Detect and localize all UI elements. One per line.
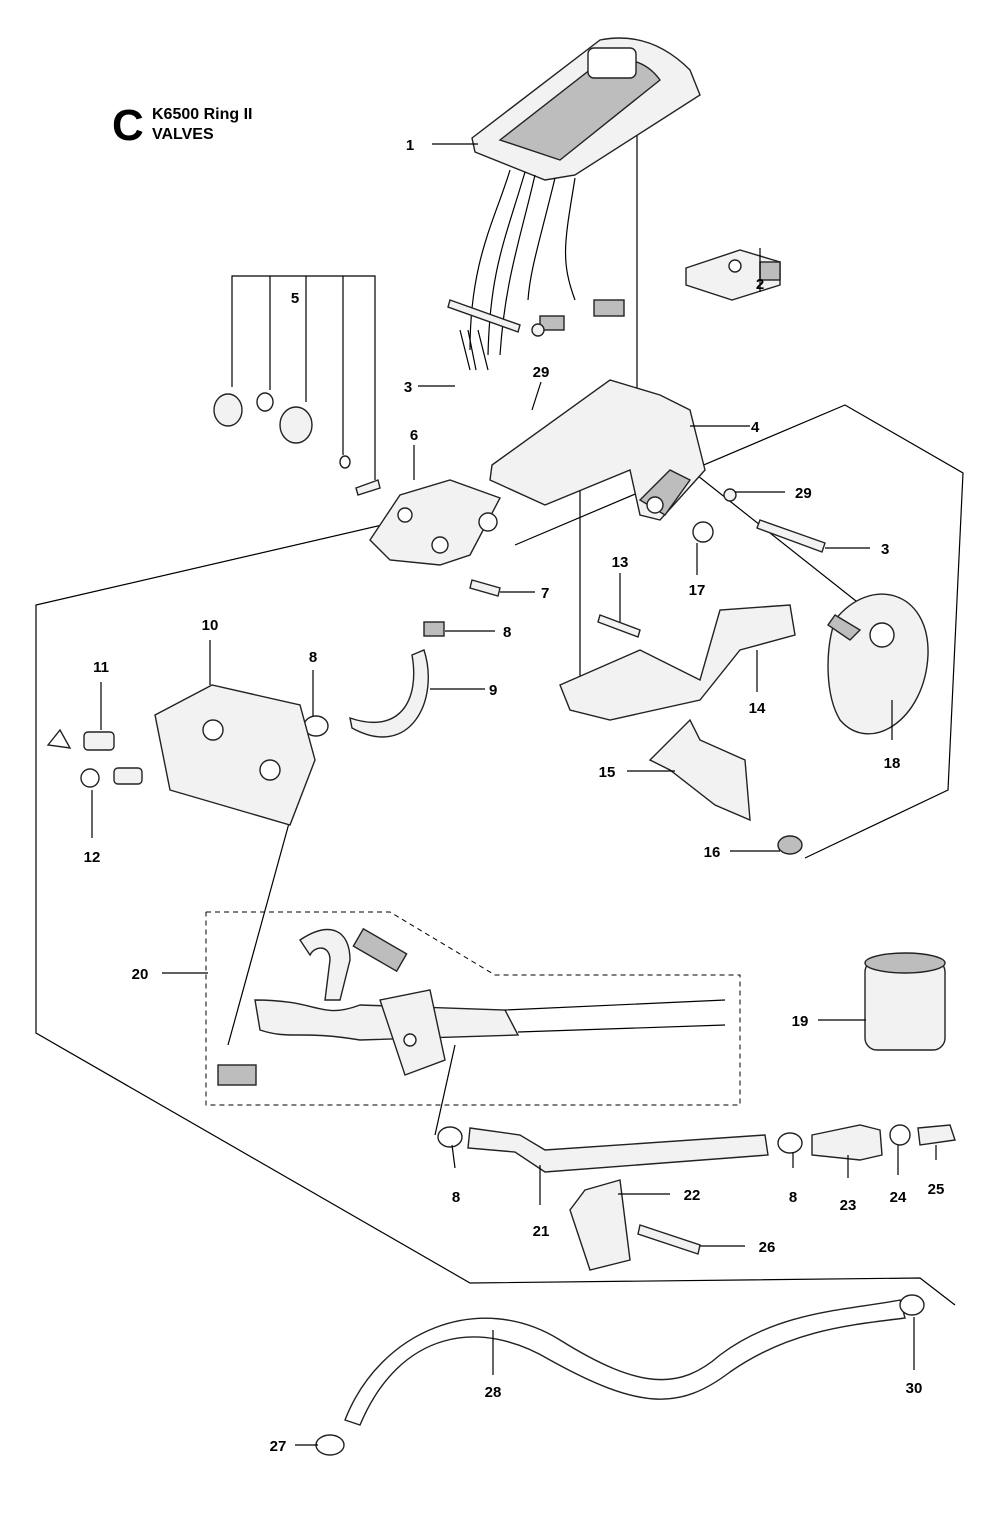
part-29-oring-right (723, 488, 737, 502)
part-28-hose (344, 1299, 906, 1426)
callout-label: 7 (541, 585, 549, 602)
part-26-screw (637, 1224, 701, 1255)
model-title: K6500 Ring II (152, 106, 253, 123)
part-24-washer (889, 1124, 911, 1146)
part-9-hose (349, 649, 429, 738)
part-17-washer (692, 521, 714, 543)
callout-label: 9 (489, 682, 497, 699)
part-3-pin-left (447, 299, 521, 333)
part-1-handle (459, 37, 701, 371)
part-18-valve-wheel (827, 593, 929, 735)
callout-labels: 1 2 3 29 4 5 6 29 3 7 17 13 8 10 8 9 11 … (84, 137, 945, 1455)
callout-label: 12 (84, 849, 101, 866)
part-29-oring-left (531, 323, 545, 337)
callout-label: 1 (406, 137, 414, 154)
part-6-valve-body (369, 479, 501, 566)
callout-label: 8 (452, 1189, 460, 1206)
callout-label: 15 (599, 764, 616, 781)
callout-label: 27 (270, 1438, 287, 1455)
callout-label: 30 (906, 1380, 923, 1397)
kit-outline (205, 911, 741, 1106)
callout-label: 8 (789, 1189, 797, 1206)
callout-label: 17 (689, 582, 706, 599)
part-8-clamp-c (777, 1132, 803, 1154)
callout-label: 3 (881, 541, 889, 558)
callout-label: 10 (202, 617, 219, 634)
callout-label: 8 (503, 624, 511, 641)
callout-label: 19 (792, 1013, 809, 1030)
part-5-valve-set (213, 392, 381, 496)
part-23-valve (811, 1124, 883, 1161)
part-19-coupling (864, 952, 946, 1051)
leader-lines (91, 143, 937, 1446)
diagram-subtitle: VALVES (152, 126, 214, 143)
part-8-nut (423, 621, 445, 637)
part-14-lever (559, 604, 796, 721)
callout-label: 3 (404, 379, 412, 396)
part-3-pin-right (756, 519, 826, 553)
section-letter: C (112, 101, 144, 150)
callout-label: 24 (890, 1189, 907, 1206)
callout-label: 29 (795, 485, 812, 502)
part-11-fitting (46, 728, 115, 751)
part-22-bracket (569, 1179, 631, 1271)
callout-label: 11 (93, 659, 109, 676)
callout-label: 5 (291, 290, 299, 307)
callout-label: 8 (309, 649, 317, 666)
part-4-bracket (489, 379, 706, 521)
callout-label: 14 (749, 700, 766, 717)
part-7-screw (469, 579, 501, 597)
callout-label: 20 (132, 966, 149, 983)
part-16-spring (777, 835, 803, 855)
part-21-tube (467, 1127, 769, 1173)
part-30-clamp (899, 1294, 925, 1316)
callout-label: 25 (928, 1181, 945, 1198)
callout-label: 16 (704, 844, 721, 861)
part-12-fitting (80, 767, 143, 788)
part-25-plug (917, 1124, 956, 1146)
part-8-clamp-b (437, 1126, 463, 1148)
part-15-trigger (648, 718, 751, 822)
callout-label: 23 (840, 1197, 857, 1214)
callout-label: 21 (533, 1223, 550, 1240)
part-13-pin (597, 614, 641, 638)
callout-label: 2 (756, 276, 764, 293)
callout-label: 6 (410, 427, 418, 444)
callout-label: 22 (684, 1187, 701, 1204)
callout-label: 29 (533, 364, 550, 381)
callout-label: 13 (612, 554, 629, 571)
callout-label: 26 (759, 1239, 776, 1256)
part-2-switch (685, 249, 781, 301)
part-20-hose-kit (217, 927, 726, 1086)
callout-label: 18 (884, 755, 901, 772)
callout-label: 4 (751, 419, 760, 436)
part-10-plate (154, 684, 316, 826)
callout-label: 28 (485, 1384, 502, 1401)
part-27-clamp (315, 1434, 345, 1456)
